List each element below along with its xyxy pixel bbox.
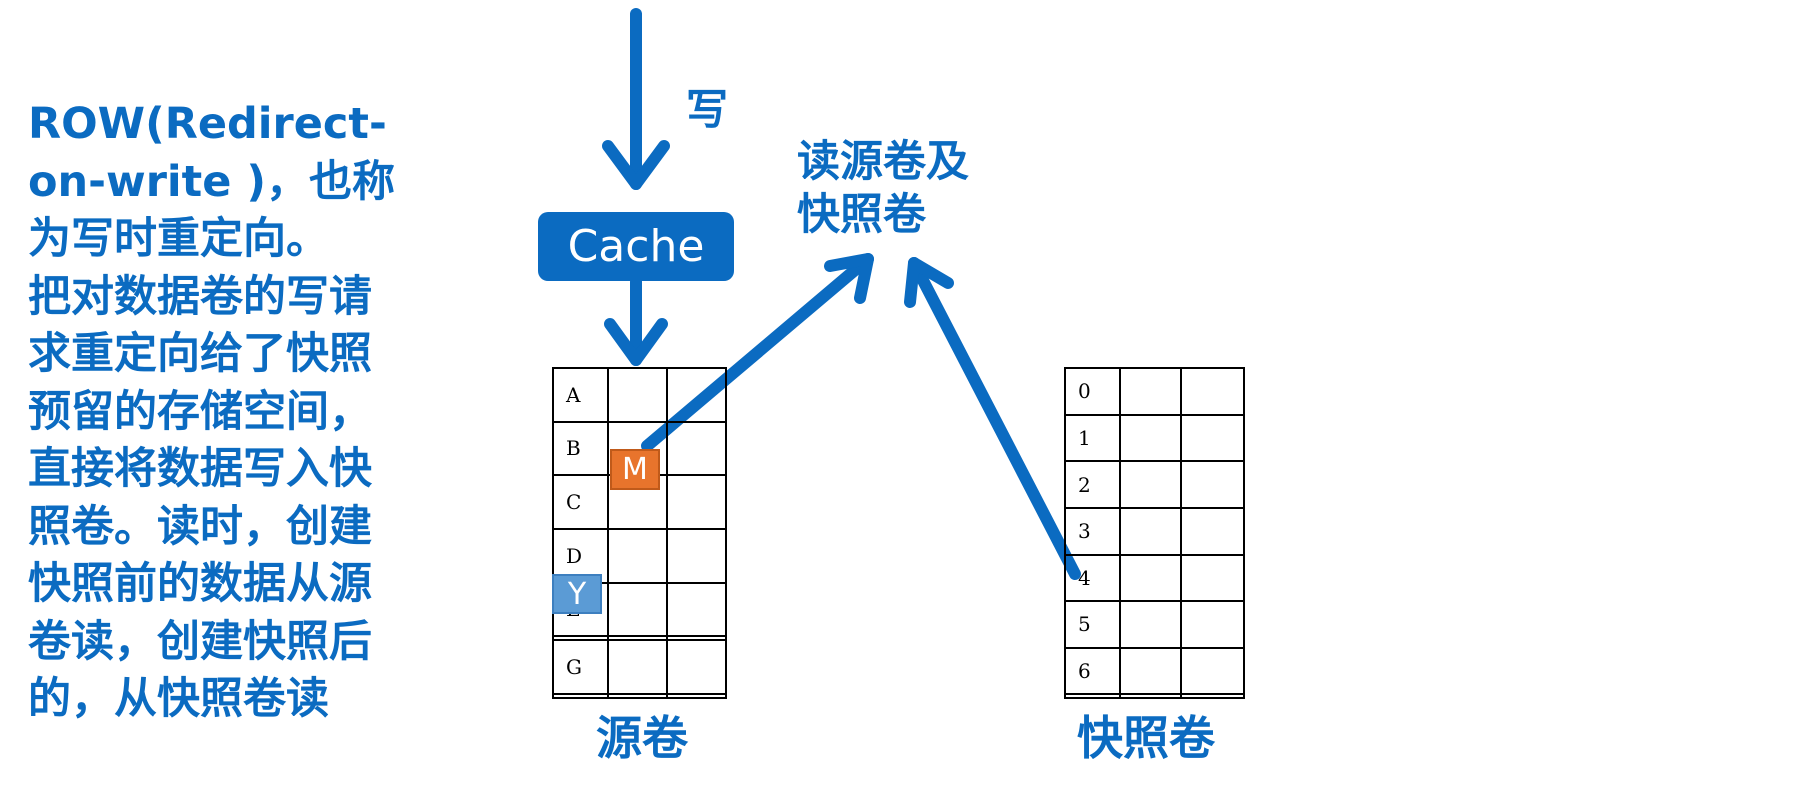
source-cell (606, 527, 668, 584)
source-cell (606, 581, 668, 638)
snapshot-cell (1179, 646, 1246, 696)
source-cell (665, 581, 728, 638)
write-label: 写 (686, 85, 729, 134)
snapshot-cell (1179, 506, 1246, 556)
snapshot-row: 4 (1064, 553, 1246, 603)
source-cell (606, 367, 668, 423)
source-row (552, 692, 728, 700)
source-cell (665, 635, 728, 642)
snapshot-cell (1118, 600, 1182, 649)
snapshot-row-label: 2 (1064, 460, 1121, 509)
snapshot-cell (1118, 460, 1182, 509)
snapshot-row: 3 (1064, 506, 1246, 556)
data-block-m-label: M (622, 452, 648, 487)
data-block-y: Y (552, 574, 602, 614)
snapshot-cell (1179, 600, 1246, 649)
description-line: 的，从快照卷读 (28, 674, 329, 724)
description-line: 求重定向给了快照 (28, 329, 372, 379)
source-row (552, 635, 728, 642)
snapshot-row: 0 (1064, 367, 1246, 416)
snapshot-row-label (1064, 693, 1121, 699)
snapshot-row (1064, 693, 1246, 699)
description-line: 直接将数据写入快 (28, 444, 372, 494)
cache-box: Cache (538, 212, 734, 281)
snapshot-row-label: 4 (1064, 553, 1121, 603)
source-volume-label: 源卷 (596, 711, 688, 765)
snapshot-volume-label: 快照卷 (1077, 711, 1215, 765)
source-row-label: B (552, 420, 609, 477)
source-row: D (552, 527, 728, 584)
source-row-label: G (552, 639, 609, 695)
source-row: G (552, 639, 728, 695)
snapshot-cell (1118, 413, 1182, 463)
snapshot-row: 1 (1064, 413, 1246, 463)
source-row-label: A (552, 367, 609, 423)
source-cell (606, 692, 668, 700)
description-line: 把对数据卷的写请 (28, 271, 372, 322)
snapshot-cell (1179, 413, 1246, 463)
source-row-label (552, 635, 609, 642)
description-line: 照卷。读时，创建 (28, 501, 372, 552)
snapshot-row-label: 0 (1064, 367, 1121, 416)
source-cell (665, 420, 728, 477)
source-cell (665, 639, 728, 695)
source-row: B (552, 420, 728, 477)
snapshot-cell (1179, 460, 1246, 509)
source-row-label: C (552, 474, 609, 530)
snapshot-cell (1118, 367, 1182, 416)
source-cell (606, 635, 668, 642)
read-label: 读源卷及 快照卷 (797, 136, 969, 242)
source-row: A (552, 367, 728, 423)
snapshot-row: 2 (1064, 460, 1246, 509)
description-line: 快照前的数据从源 (28, 559, 372, 609)
source-cell (606, 639, 668, 695)
description-line: 卷读，创建快照后 (28, 616, 372, 667)
read-snapshot-arrow (904, 257, 1081, 580)
snapshot-volume-grid: 0 1 2 3 4 5 6 (1064, 367, 1246, 699)
description-text: ROW(Redirect- on-write )，也称 为写时重定向。 把对数据… (28, 96, 418, 729)
write-arrow (602, 8, 670, 190)
description-line: ROW(Redirect- (28, 99, 387, 149)
cache-label: Cache (567, 221, 705, 272)
snapshot-row: 5 (1064, 600, 1246, 649)
cache-to-source-arrow (604, 276, 668, 366)
snapshot-row: 6 (1064, 646, 1246, 696)
snapshot-row-label: 3 (1064, 506, 1121, 556)
data-block-y-label: Y (567, 576, 587, 612)
snapshot-cell (1179, 693, 1246, 699)
snapshot-cell (1118, 646, 1182, 696)
snapshot-cell (1179, 553, 1246, 603)
snapshot-row-label: 6 (1064, 646, 1121, 696)
snapshot-cell (1118, 553, 1182, 603)
data-block-m: M (610, 449, 660, 490)
description-line: 预留的存储空间， (28, 386, 372, 437)
snapshot-row-label: 1 (1064, 413, 1121, 463)
source-cell (665, 474, 728, 530)
snapshot-cell (1118, 506, 1182, 556)
source-volume-grid: A B C D E G (552, 367, 728, 700)
source-cell (665, 527, 728, 584)
description-line: 为写时重定向。 (28, 214, 329, 264)
source-cell (665, 367, 728, 423)
read-label-line: 快照卷 (797, 190, 926, 240)
snapshot-cell (1118, 693, 1182, 699)
source-row-label (552, 692, 609, 700)
source-cell (665, 692, 728, 700)
read-label-line: 读源卷及 (797, 137, 969, 187)
snapshot-cell (1179, 367, 1246, 416)
snapshot-row-label: 5 (1064, 600, 1121, 649)
description-line: on-write )，也称 (28, 156, 396, 207)
